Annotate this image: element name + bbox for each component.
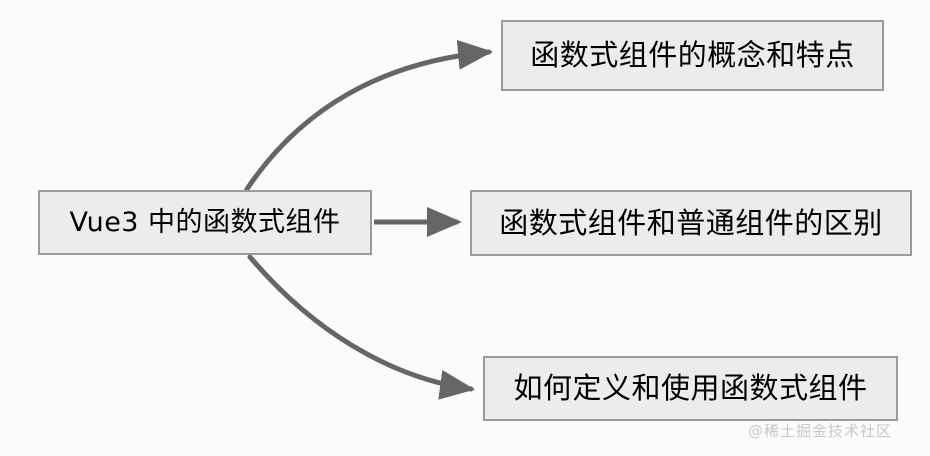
mindmap-branch-node-3-label: 如何定义和使用函数式组件 — [513, 371, 868, 405]
mindmap-branch-node-2-label: 函数式组件和普通组件的区别 — [499, 205, 883, 240]
mindmap-branch-node-3[interactable]: 如何定义和使用函数式组件 — [483, 356, 898, 421]
mindmap-root-node-label: Vue3 中的函数式组件 — [69, 207, 341, 238]
mindmap-root-node[interactable]: Vue3 中的函数式组件 — [38, 190, 372, 255]
watermark-text: @稀土掘金技术社区 — [748, 422, 893, 440]
mindmap-branch-node-1-label: 函数式组件的概念和特点 — [530, 38, 855, 72]
edge-root-to-branch-1 — [244, 39, 493, 192]
mindmap-branch-node-1[interactable]: 函数式组件的概念和特点 — [501, 20, 884, 91]
mindmap-branch-node-2[interactable]: 函数式组件和普通组件的区别 — [470, 190, 912, 256]
edge-root-to-branch-3 — [247, 254, 475, 400]
